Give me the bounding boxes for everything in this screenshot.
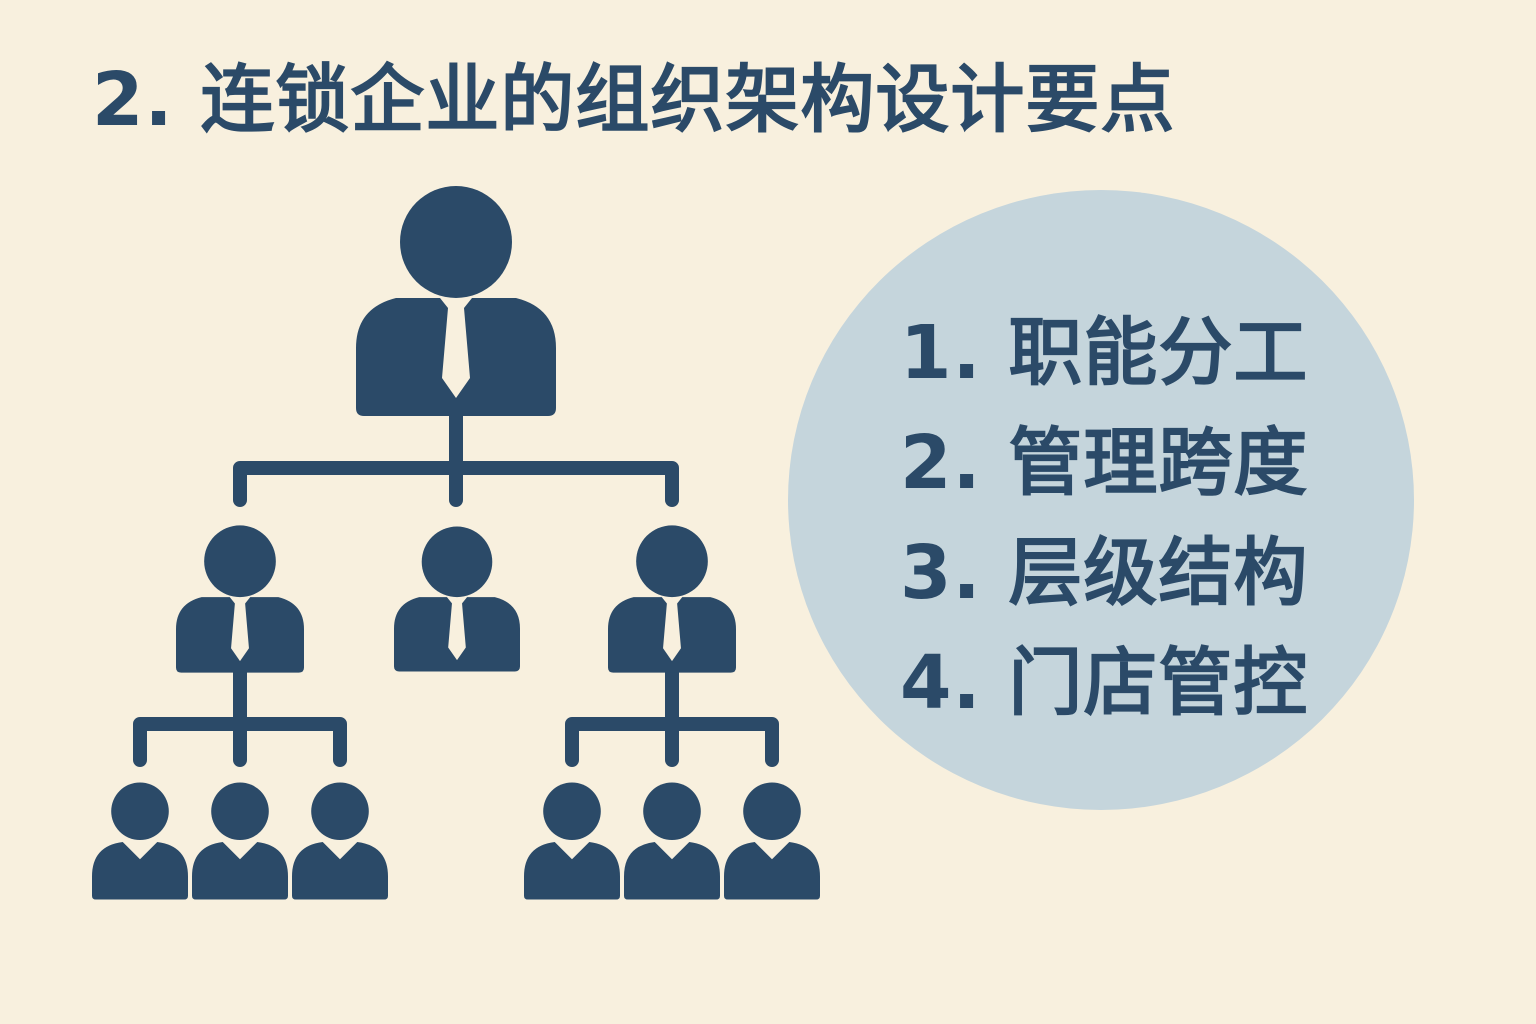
staff-person-icon <box>192 782 288 900</box>
top-connector <box>233 405 679 507</box>
point-span-of-control: 2. 管理跨度 <box>900 420 1309 506</box>
staff-person-icon <box>524 782 620 900</box>
left-connector <box>133 663 347 767</box>
ceo-manager-icon <box>356 186 556 416</box>
org-connectors <box>133 405 779 767</box>
mid-center-manager-icon <box>394 526 520 672</box>
right-connector <box>565 663 779 767</box>
points-circle <box>788 190 1414 810</box>
point-hierarchy: 3. 层级结构 <box>900 530 1309 616</box>
point-store-control: 4. 门店管控 <box>900 640 1309 726</box>
staff-person-icon <box>292 782 388 900</box>
page-title: 2. 连锁企业的组织架构设计要点 <box>92 57 1176 143</box>
key-points-list: 1. 职能分工 2. 管理跨度 3. 层级结构 4. 门店管控 <box>900 298 1308 738</box>
staff-person-icon <box>624 782 720 900</box>
point-functional-division: 1. 职能分工 <box>900 310 1309 396</box>
staff-person-icon <box>92 782 188 900</box>
mid-right-manager-icon <box>608 525 736 673</box>
mid-left-manager-icon <box>176 525 304 673</box>
staff-person-icon <box>724 782 820 900</box>
